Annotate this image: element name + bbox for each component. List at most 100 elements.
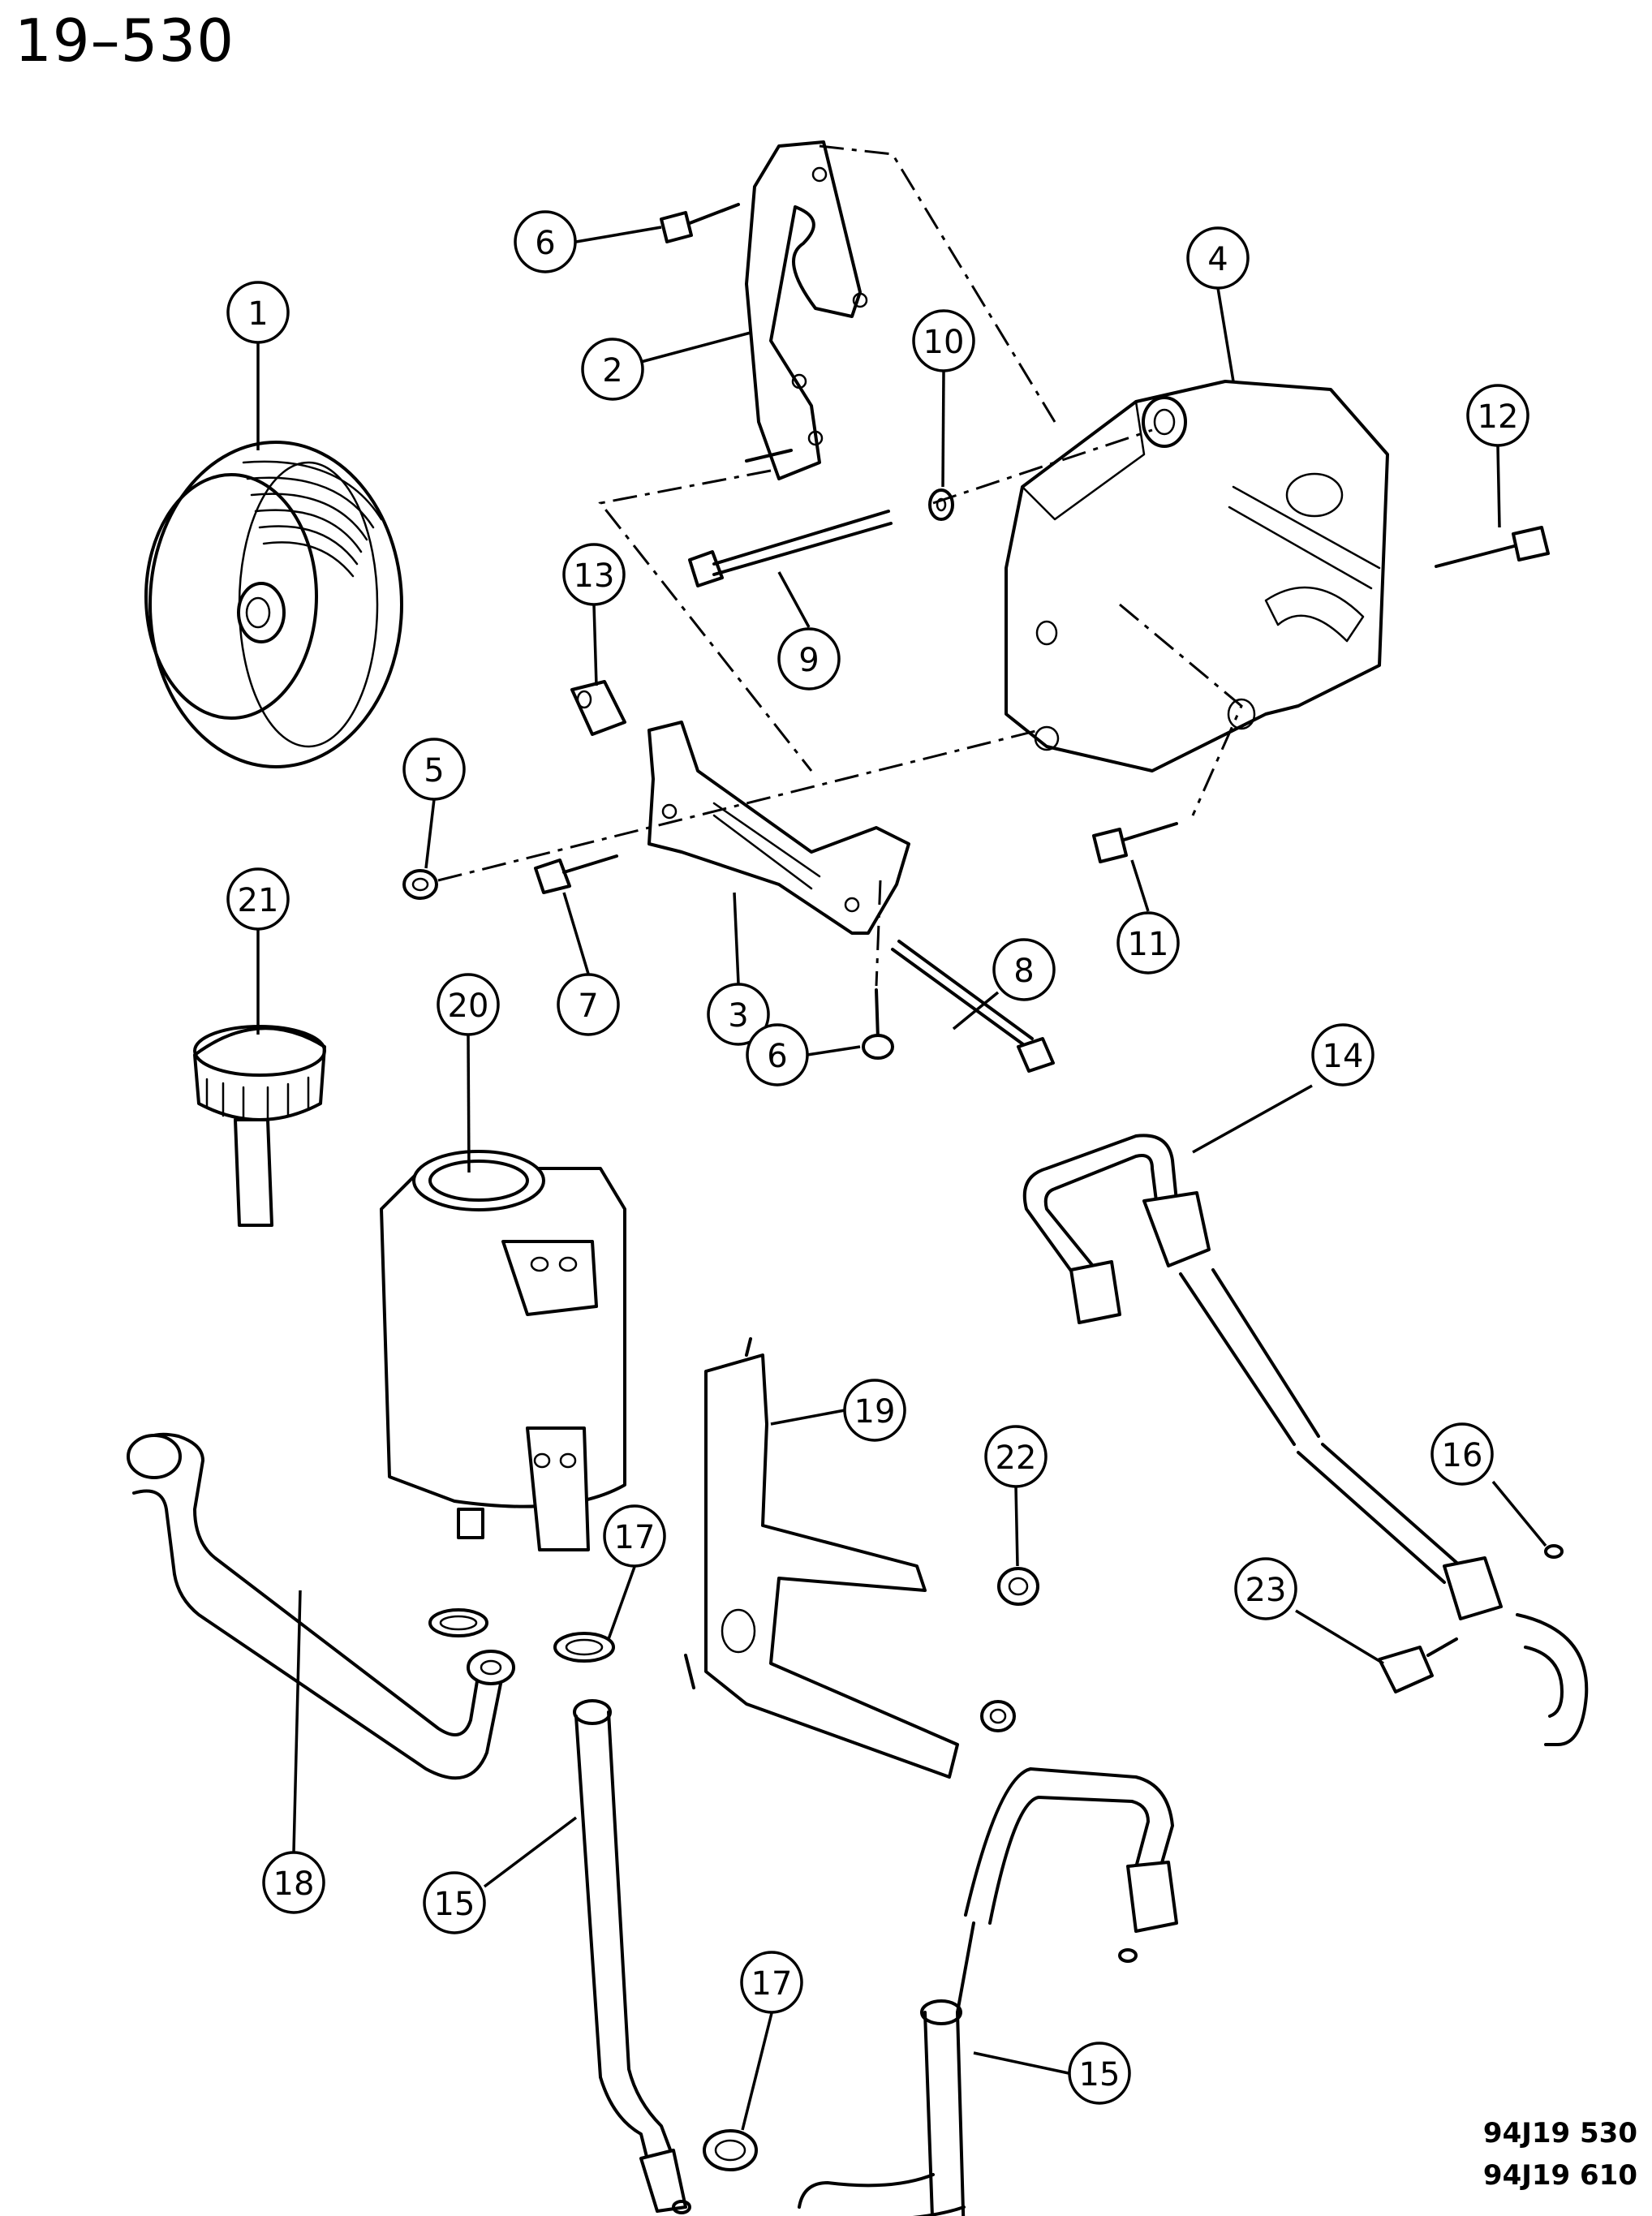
callout-circle xyxy=(262,1851,325,1914)
nut-22 xyxy=(997,1567,1039,1606)
alignment-lines xyxy=(437,144,1243,987)
callout-circle xyxy=(402,738,466,801)
bolt-9 xyxy=(688,510,893,587)
callout-c14: 14 xyxy=(1311,1023,1375,1086)
bolt-6-lower xyxy=(862,988,894,1060)
callout-label: 23 xyxy=(1245,1572,1287,1609)
callout-label: 3 xyxy=(728,997,748,1035)
callout-c8: 8 xyxy=(992,938,1056,1001)
bolt-8 xyxy=(891,940,1055,1073)
bolt-12 xyxy=(1435,526,1550,568)
callout-c1: 1 xyxy=(226,281,290,344)
pressure-line xyxy=(956,1767,1178,2014)
callout-c3: 3 xyxy=(707,983,770,1046)
callout-c17b: 17 xyxy=(740,1951,803,2014)
bolt-11 xyxy=(1092,822,1178,863)
reservoir-cap xyxy=(193,1025,326,1227)
callout-label: 21 xyxy=(238,882,279,919)
callout-label: 6 xyxy=(535,225,555,262)
bolt-6-upper xyxy=(660,203,740,243)
clamp-17-upper xyxy=(553,1632,615,1663)
callout-circle xyxy=(1234,1557,1297,1620)
callout-circle xyxy=(1186,226,1250,290)
callout-circle xyxy=(226,281,290,344)
callout-circle xyxy=(843,1379,906,1442)
callout-circle xyxy=(777,627,841,691)
callout-circle xyxy=(603,1504,666,1568)
callout-label: 13 xyxy=(574,557,615,595)
callout-c21: 21 xyxy=(226,867,290,931)
callout-c22: 22 xyxy=(984,1425,1048,1488)
callout-circle xyxy=(1430,1422,1494,1486)
callout-c2: 2 xyxy=(581,338,644,401)
callout-c15b: 15 xyxy=(1068,2042,1131,2105)
callout-label: 4 xyxy=(1207,241,1228,278)
callout-label: 7 xyxy=(578,988,598,1025)
callout-label: 20 xyxy=(448,988,489,1025)
callout-c9: 9 xyxy=(777,627,841,691)
callout-circle xyxy=(423,1871,486,1934)
washer-10 xyxy=(928,488,954,521)
callout-label: 15 xyxy=(1079,2056,1121,2093)
clamp-17-lower xyxy=(703,2129,758,2171)
upper-bracket xyxy=(745,140,868,480)
fitting-23 xyxy=(1378,1637,1458,1693)
callout-circle xyxy=(562,543,626,606)
callout-circle xyxy=(437,973,500,1036)
callout-c23: 23 xyxy=(1234,1557,1297,1620)
callout-circle xyxy=(581,338,644,401)
callout-c20: 20 xyxy=(437,973,500,1036)
callout-circle xyxy=(514,210,577,273)
callout-label: 17 xyxy=(751,1965,793,2003)
callout-circle xyxy=(984,1425,1048,1488)
callout-label: 2 xyxy=(602,352,622,389)
callout-c17a: 17 xyxy=(603,1504,666,1568)
o-ring-16 xyxy=(1544,1544,1564,1559)
pulley xyxy=(144,441,403,768)
callout-label: 10 xyxy=(923,324,965,361)
callout-label: 18 xyxy=(273,1865,315,1903)
hose-15-left xyxy=(573,1699,691,2214)
callout-c7: 7 xyxy=(557,973,620,1036)
bolt-7 xyxy=(534,854,618,894)
reservoir xyxy=(380,1150,626,1551)
callout-c6b: 6 xyxy=(746,1023,809,1086)
callout-layer: 1234566789101112131415151617171819202122… xyxy=(226,210,1529,2105)
callout-circle xyxy=(1466,384,1529,447)
callout-circle xyxy=(1311,1023,1375,1086)
callout-c15a: 15 xyxy=(423,1871,486,1934)
callout-label: 22 xyxy=(996,1439,1037,1477)
callout-c10: 10 xyxy=(912,309,975,372)
page-title: 19–530 xyxy=(15,6,235,75)
callout-circle xyxy=(226,867,290,931)
callout-label: 9 xyxy=(798,642,819,679)
reference-code-1: 94J19 530 xyxy=(1482,2117,1637,2149)
clamp-17-upper-left xyxy=(428,1608,488,1637)
callout-circle xyxy=(912,309,975,372)
callout-c5: 5 xyxy=(402,738,466,801)
hose-15-right xyxy=(798,1999,966,2216)
stud-2 xyxy=(745,449,793,463)
return-hose xyxy=(127,1432,515,1780)
reference-code-2: 94J19 610 xyxy=(1482,2159,1637,2192)
callout-c13: 13 xyxy=(562,543,626,606)
callout-circle xyxy=(992,938,1056,1001)
support-bracket xyxy=(684,1337,959,1779)
callout-circle xyxy=(707,983,770,1046)
pressure-hose xyxy=(1022,1134,1589,1746)
callout-label: 16 xyxy=(1442,1437,1483,1474)
pump-mount-bracket xyxy=(1005,380,1389,772)
callout-label: 6 xyxy=(767,1038,787,1075)
callout-c11: 11 xyxy=(1116,911,1180,975)
callout-circle xyxy=(740,1951,803,2014)
callout-label: 1 xyxy=(247,295,268,333)
callout-c16: 16 xyxy=(1430,1422,1494,1486)
callout-circle xyxy=(746,1023,809,1086)
spacer xyxy=(570,680,626,736)
leader-lines xyxy=(256,226,1547,2131)
callout-label: 12 xyxy=(1478,398,1519,436)
callout-circle xyxy=(1068,2042,1131,2105)
callout-circle xyxy=(1116,911,1180,975)
